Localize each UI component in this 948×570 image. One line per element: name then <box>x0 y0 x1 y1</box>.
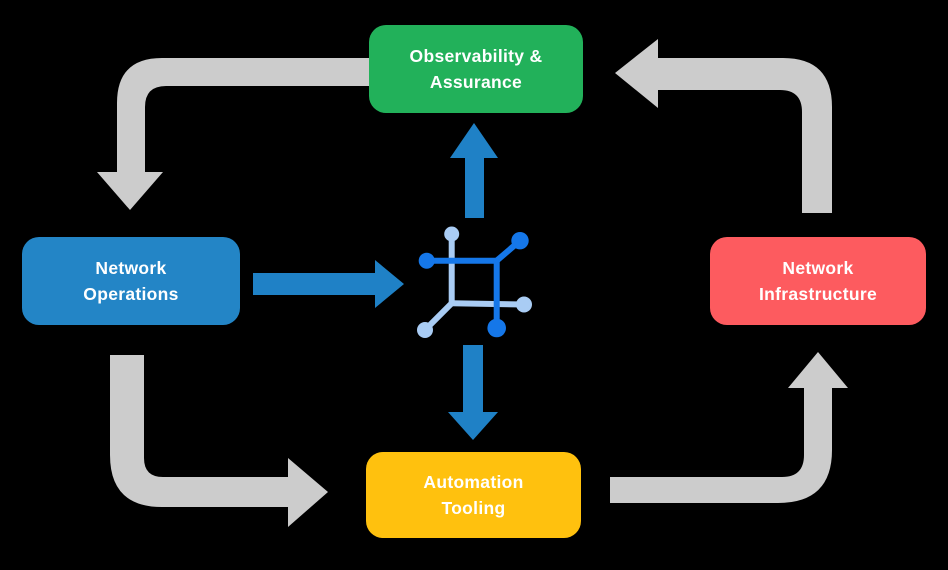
arrow-operations-to-tooling <box>110 355 328 527</box>
arrow-observability-to-operations <box>97 58 372 210</box>
node-network-infrastructure: Network Infrastructure <box>710 237 926 325</box>
node-observability-assurance: Observability & Assurance <box>369 25 583 113</box>
arrow-tooling-to-infrastructure <box>610 352 848 503</box>
node-automation-tooling: Automation Tooling <box>366 452 581 538</box>
mesh-network-icon <box>417 226 532 338</box>
mesh-network-icon-dark <box>418 232 529 338</box>
arrow-infrastructure-to-observability <box>615 39 832 213</box>
arrow-operations-to-center <box>253 260 404 308</box>
arrow-center-to-tooling <box>448 345 498 440</box>
mesh-network-icon-light <box>417 226 532 338</box>
arrow-center-to-observability <box>450 123 498 218</box>
node-network-operations: Network Operations <box>22 237 240 325</box>
